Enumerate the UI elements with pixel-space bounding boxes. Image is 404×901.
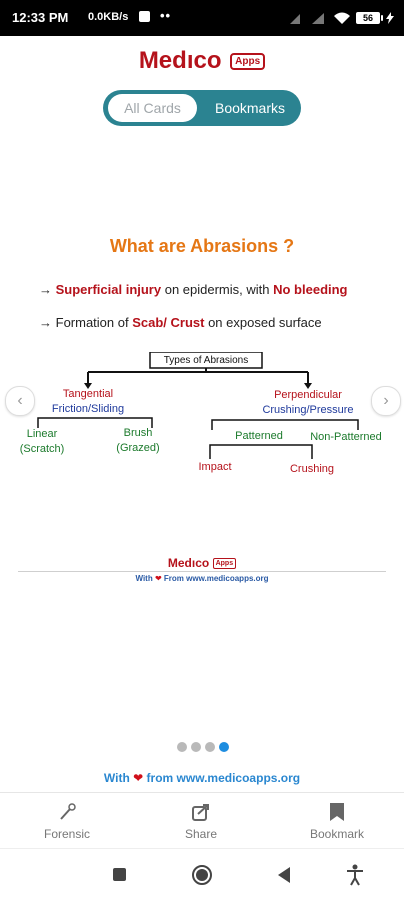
- diagram-crushing-pressure: Crushing/Pressure: [262, 404, 354, 416]
- diagram-grazed: (Grazed): [116, 442, 160, 454]
- page-dot[interactable]: [177, 742, 187, 752]
- diagram-patterned: Patterned: [235, 430, 283, 442]
- magnifier-tool-icon: [60, 803, 76, 820]
- abrasion-types-diagram: [37, 352, 359, 459]
- diagram-crushing: Crushing: [289, 463, 335, 475]
- tab-all-cards[interactable]: All Cards: [108, 94, 197, 122]
- app-logo: Medıco Apps: [0, 44, 404, 78]
- heart-icon: ❤: [154, 574, 162, 583]
- footer-credit: With ❤ from www.medicoapps.org: [0, 771, 404, 785]
- status-time: 12:33 PM: [12, 10, 69, 25]
- nav-share[interactable]: Share: [146, 797, 256, 847]
- charging-icon: [386, 12, 394, 24]
- diagram-impact: Impact: [198, 461, 232, 473]
- connector-left-children: [37, 417, 153, 428]
- card-logo-text-b: co: [195, 556, 210, 570]
- chevron-left-icon: ‹: [17, 392, 23, 409]
- logo-badge: Apps: [230, 53, 266, 71]
- logo-i-icon: ı: [186, 47, 194, 74]
- card-credit-pre: With: [135, 574, 153, 583]
- logo-text-a: Med: [138, 47, 187, 74]
- connector-left-arrowhead: [84, 383, 92, 389]
- system-navigation-bar: [0, 848, 404, 901]
- notification-icon: [139, 11, 150, 22]
- connector-right-children: [211, 419, 359, 430]
- card-divider: [18, 571, 386, 572]
- nav-forensic[interactable]: Forensic: [12, 797, 122, 847]
- diagram-perpendicular: Perpendicular: [274, 389, 342, 401]
- bullet1-highlight2: No bleeding: [273, 282, 348, 297]
- previous-card-button[interactable]: ‹: [5, 386, 35, 416]
- bullet2-highlight: Scab/ Crust: [132, 315, 205, 330]
- bottom-navigation: Forensic Share Bookmark: [0, 792, 404, 849]
- status-icons: 56: [290, 9, 394, 27]
- recent-apps-icon[interactable]: [108, 863, 132, 887]
- status-bar: 12:33 PM 0.0KB/s •• 56: [0, 0, 404, 36]
- more-notifications: ••: [160, 8, 172, 23]
- diagram-non-patterned: Non-Patterned: [310, 431, 382, 443]
- page-dot-active[interactable]: [219, 742, 229, 752]
- card-title: What are Abrasions ?: [109, 236, 295, 256]
- bookmark-icon: [330, 803, 344, 821]
- diagram-scratch: (Scratch): [19, 443, 65, 455]
- card-filter-tabs: All Cards Bookmarks: [103, 90, 301, 126]
- share-icon: [192, 804, 209, 821]
- heart-icon: ❤: [133, 771, 144, 785]
- connector-patterned-children: [209, 444, 313, 459]
- bullet-scab-crust: → Formation of Scab/ Crust on exposed su…: [39, 315, 322, 330]
- card-logo-badge: Apps: [212, 558, 237, 570]
- card-logo-i-icon: ı: [191, 556, 196, 570]
- diagram-brush: Brush: [123, 427, 153, 439]
- card-footer-logo: Medıco Apps: [0, 556, 404, 570]
- bullet1-mid: on epidermis, with: [161, 282, 274, 297]
- card-footer-credit: With ❤ From www.medicoapps.org: [0, 574, 404, 583]
- bullet-superficial-injury: → Superficial injury on epidermis, with …: [39, 282, 348, 297]
- page-dot[interactable]: [205, 742, 215, 752]
- signal-icon: [290, 14, 300, 24]
- tab-bookmarks[interactable]: Bookmarks: [214, 100, 286, 116]
- next-card-button[interactable]: ›: [371, 386, 401, 416]
- card-logo-text-a: Med: [167, 556, 192, 570]
- home-icon[interactable]: [190, 863, 214, 887]
- bullet-arrow-icon: →: [39, 282, 52, 297]
- nav-forensic-label: Forensic: [43, 827, 90, 841]
- bullet1-highlight1: Superficial injury: [55, 282, 162, 297]
- footer-credit-pre: With: [103, 771, 130, 785]
- logo-text-b: co: [193, 47, 222, 74]
- footer-credit-link[interactable]: from www.medicoapps.org: [146, 771, 301, 785]
- network-speed: 0.0KB/s: [88, 11, 129, 23]
- signal-2-icon: [312, 13, 324, 24]
- diagram-friction-sliding: Friction/Sliding: [51, 403, 125, 415]
- bullet2-post: on exposed surface: [204, 315, 322, 330]
- back-icon[interactable]: [272, 863, 296, 887]
- bullet-arrow-icon: →: [39, 315, 52, 330]
- card-credit-post: From www.medicoapps.org: [163, 574, 269, 583]
- diagram-linear: Linear: [26, 428, 58, 440]
- diagram-tangential: Tangential: [62, 388, 114, 400]
- connector-right-arrowhead: [304, 383, 312, 389]
- accessibility-icon[interactable]: [343, 863, 367, 887]
- battery-icon: 56: [356, 12, 383, 24]
- wifi-icon: [334, 12, 350, 24]
- nav-share-label: Share: [184, 827, 218, 841]
- pagination-dots: [177, 742, 229, 752]
- page-dot[interactable]: [191, 742, 201, 752]
- bullet2-pre: Formation of: [55, 315, 133, 330]
- chevron-right-icon: ›: [383, 392, 389, 409]
- nav-bookmark[interactable]: Bookmark: [282, 797, 392, 847]
- nav-bookmark-label: Bookmark: [309, 827, 365, 841]
- diagram-root-label: Types of Abrasions: [163, 355, 249, 366]
